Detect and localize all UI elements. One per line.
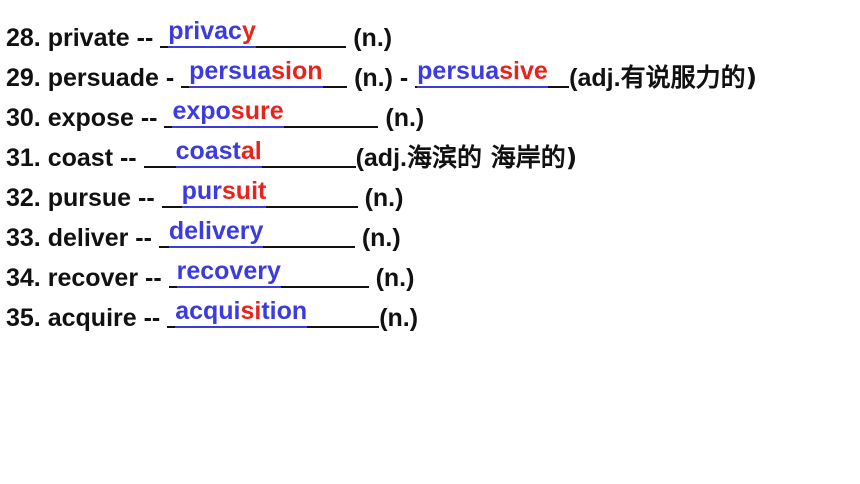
item-30: 30. expose -- exposure (n.)	[6, 96, 424, 136]
answer-blank: persuasion	[181, 56, 348, 88]
answer-blank: privacy	[160, 16, 347, 48]
item-28: 28. private -- privacy (n.)	[6, 16, 392, 56]
answer-text: exposure	[172, 96, 284, 128]
item-number: 34.	[6, 264, 41, 292]
answer-text-2: persuasive	[417, 56, 548, 88]
item-pos: (n.)	[385, 104, 425, 132]
item-word: deliver --	[47, 224, 152, 252]
item-33: 33. deliver -- delivery (n.)	[6, 216, 401, 256]
item-number: 29.	[6, 64, 41, 92]
item-meaning: 海滨的 海岸的)	[406, 143, 578, 172]
item-number: 35.	[6, 304, 41, 332]
item-pos: (n.)	[361, 224, 401, 252]
item-pos: (n.)	[364, 184, 404, 212]
item-word: coast --	[47, 144, 137, 172]
item-35: 35. acquire -- acquisition (n.)	[6, 296, 418, 336]
answer-text: delivery	[168, 216, 264, 248]
item-pos: (n.)	[379, 304, 419, 332]
item-number: 31.	[6, 144, 41, 172]
answer-text: privacy	[168, 16, 256, 48]
item-number: 33.	[6, 224, 41, 252]
item-word: pursue --	[47, 184, 155, 212]
answer-blank: exposure	[164, 96, 379, 128]
item-word: expose --	[47, 104, 158, 132]
item-number: 28.	[6, 24, 41, 52]
item-29: 29. persuade - persuasion (n.) - persuas…	[6, 56, 757, 96]
item-word: persuade -	[47, 64, 175, 92]
item-pos: (adj.	[355, 144, 407, 172]
answer-blank: coastal	[143, 136, 356, 168]
answer-text: persuasion	[189, 56, 323, 88]
item-pos-2: (adj.	[569, 64, 621, 92]
answer-text: pursuit	[181, 176, 267, 208]
item-pos: (n.)	[375, 264, 415, 292]
answer-text: acquisition	[175, 296, 308, 328]
item-number: 32.	[6, 184, 41, 212]
item-31: 31. coast -- coastal (adj.海滨的 海岸的)	[6, 136, 577, 176]
answer-blank: recovery	[168, 256, 369, 288]
item-pos: (n.) -	[354, 64, 409, 92]
answer-blank: acquisition	[167, 296, 380, 328]
item-word: acquire --	[47, 304, 161, 332]
item-word: recover --	[47, 264, 162, 292]
item-meaning: 有说服力的)	[620, 63, 757, 92]
answer-text: coastal	[175, 136, 262, 168]
answer-blank: pursuit	[161, 176, 358, 208]
item-32: 32. pursue -- pursuit (n.)	[6, 176, 403, 216]
item-word: private --	[47, 24, 154, 52]
answer-blank: delivery	[158, 216, 355, 248]
answer-text: recovery	[176, 256, 281, 288]
answer-blank-2: persuasive	[415, 56, 570, 88]
item-pos: (n.)	[353, 24, 393, 52]
item-34: 34. recover -- recovery (n.)	[6, 256, 414, 296]
item-number: 30.	[6, 104, 41, 132]
